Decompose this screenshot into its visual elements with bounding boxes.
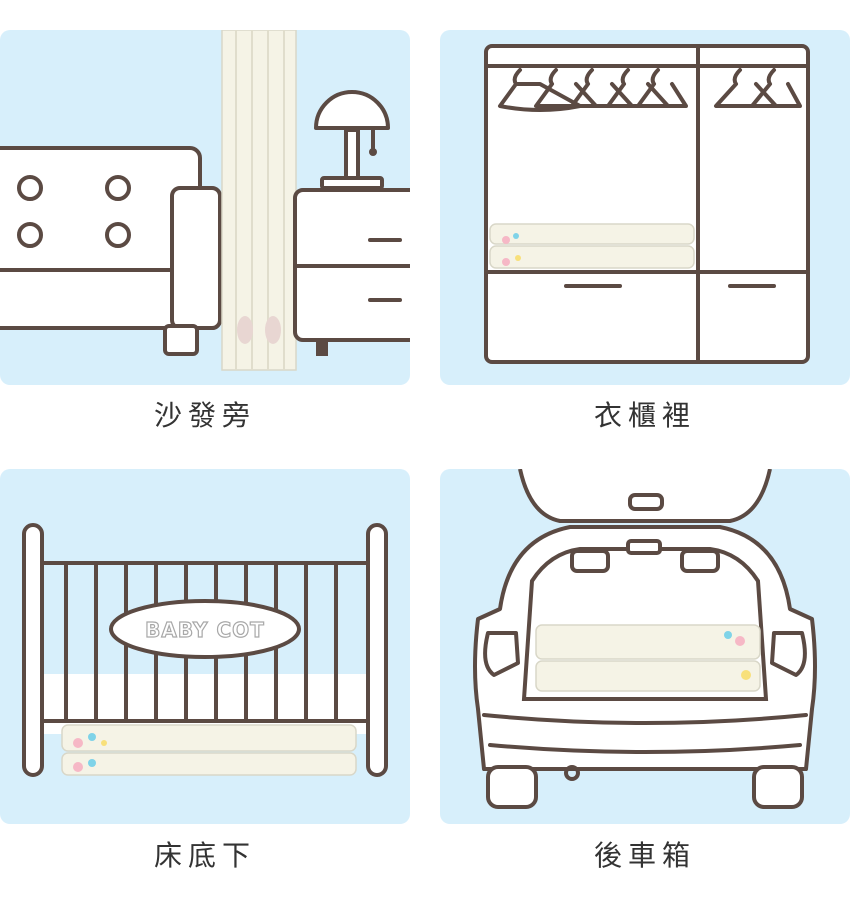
wardrobe-illustration: [484, 44, 810, 364]
tail-light-left: [483, 631, 520, 677]
sofa-leg: [163, 324, 199, 356]
tail-light-right: [770, 631, 807, 677]
wheel: [486, 765, 538, 809]
lamp-stem: [344, 128, 360, 180]
hanger-group: [498, 68, 802, 112]
crib-illustration: BABY COT: [22, 523, 388, 777]
crib-sign: [109, 599, 301, 659]
panel-car-trunk: [440, 469, 850, 824]
panel-wardrobe: [440, 30, 850, 385]
headrest: [570, 549, 610, 573]
folded-play-mat: [61, 724, 357, 752]
headrest: [680, 549, 720, 573]
folded-play-mat: [535, 624, 761, 660]
crib-post-right: [366, 523, 388, 777]
sofa-button: [105, 175, 131, 201]
wheel: [752, 765, 804, 809]
wardrobe-frame: [484, 44, 810, 364]
caption-under-bed: 床底下: [153, 839, 256, 872]
folded-play-mat: [61, 752, 357, 776]
panel-sofa-side: [0, 30, 410, 385]
car-trunk-illustration: [473, 469, 817, 809]
folded-play-mat: [489, 245, 695, 269]
caption-car-trunk: 後車箱: [593, 839, 696, 872]
caption-sofa-side: 沙發旁: [153, 399, 256, 432]
caption-wardrobe: 衣櫃裡: [593, 399, 696, 432]
lamp-base: [320, 176, 384, 190]
crib-post-left: [22, 523, 44, 777]
folded-play-mat: [489, 223, 695, 245]
sofa-button: [105, 222, 131, 248]
panel-under-bed: BABY COT: [0, 469, 410, 824]
sofa-arm: [170, 186, 222, 330]
sofa-side-illustration: [0, 30, 410, 371]
crib-sign-text: BABY COT: [145, 618, 265, 642]
sofa-button: [17, 222, 43, 248]
lamp-shade: [314, 90, 390, 130]
sofa-button: [17, 175, 43, 201]
folded-play-mat: [535, 660, 761, 692]
